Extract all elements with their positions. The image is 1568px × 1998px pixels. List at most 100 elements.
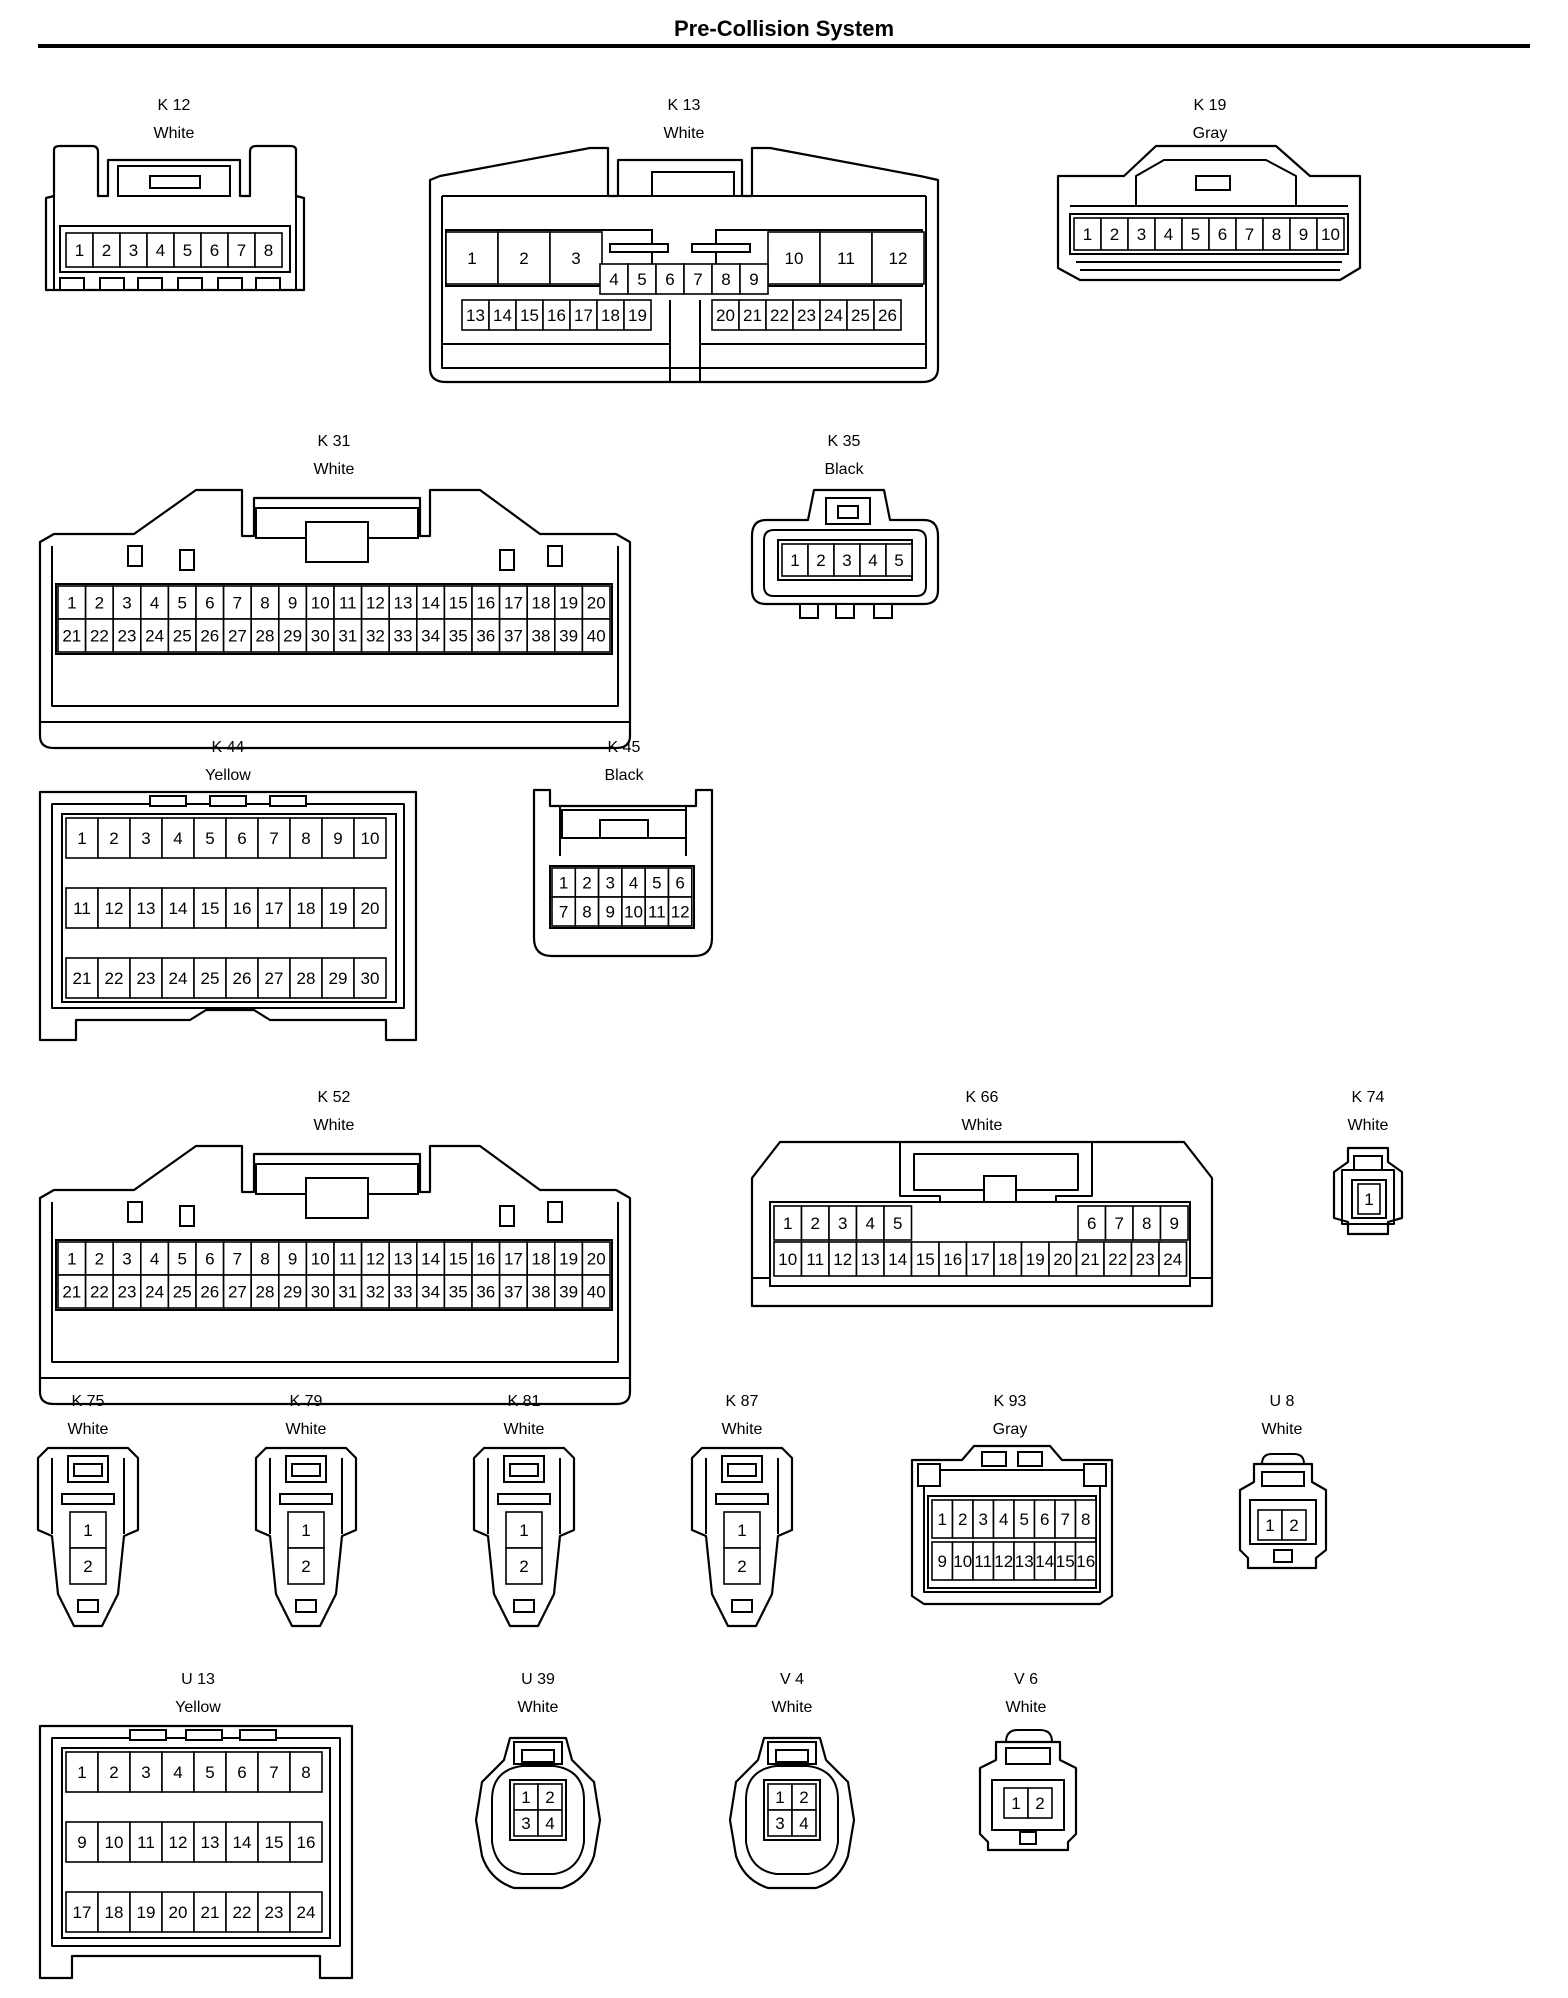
connector-color: Gray — [993, 1421, 1028, 1438]
pin-number: 1 — [83, 1521, 92, 1540]
pin-cell — [1208, 217, 1237, 251]
housing-part — [715, 1493, 769, 1505]
pin-number: 1 — [67, 1250, 76, 1269]
pin-cell — [195, 1241, 225, 1276]
housing-part — [305, 521, 369, 563]
housing-part — [981, 1451, 1007, 1467]
pin-cell — [569, 299, 598, 331]
pin-number: 3 — [122, 594, 131, 613]
housing-outline — [44, 144, 306, 292]
latch-tab — [255, 277, 281, 291]
pin-number: 4 — [173, 829, 182, 848]
pin-cell — [129, 1821, 163, 1863]
pin-number: 5 — [894, 551, 903, 570]
pin-cell — [388, 585, 418, 620]
housing-outline — [474, 1736, 602, 1890]
pin-number: 23 — [265, 1903, 284, 1922]
pin-cell — [254, 232, 283, 268]
connector-color: White — [1348, 1117, 1389, 1134]
pin-cell — [333, 618, 363, 653]
pin-number: 5 — [1020, 1510, 1029, 1529]
housing-part — [1083, 1463, 1107, 1487]
latch-tab — [835, 603, 855, 619]
pin-cell — [1357, 1183, 1381, 1215]
pin-number: 12 — [169, 1833, 188, 1852]
pin-cell — [723, 1547, 761, 1585]
connector-color: Black — [824, 461, 864, 478]
pin-number: 11 — [73, 899, 91, 918]
pin-cell — [1132, 1205, 1162, 1241]
pin-number: 4 — [156, 241, 165, 260]
pin-number: 11 — [137, 1833, 155, 1852]
pin-number: 1 — [790, 551, 799, 570]
pin-cell — [627, 263, 657, 295]
pin-number: 34 — [421, 1283, 440, 1302]
housing-part — [1353, 1155, 1383, 1171]
housing-outline — [923, 1469, 1101, 1593]
housing-outline — [1056, 144, 1362, 282]
pin-number: 22 — [90, 627, 109, 646]
pin-number: 7 — [237, 241, 246, 260]
latch-tab — [179, 549, 195, 571]
pin-number: 14 — [888, 1250, 907, 1269]
pin-number: 1 — [737, 1521, 746, 1540]
pin-cell — [739, 263, 769, 295]
pin-cell — [161, 1751, 195, 1793]
pin-number: 4 — [868, 551, 877, 570]
pin-cell — [305, 1241, 335, 1276]
housing-outline — [254, 1446, 358, 1628]
pin-cell — [57, 1241, 87, 1276]
pin-number: 16 — [233, 899, 252, 918]
pin-number: 9 — [288, 1250, 297, 1269]
housing-outline — [36, 1446, 140, 1628]
latch-tab — [137, 277, 163, 291]
pin-number: 12 — [833, 1250, 852, 1269]
pin-number: 4 — [173, 1763, 182, 1782]
pin-number: 32 — [366, 627, 385, 646]
pin-cell — [65, 817, 99, 859]
pin-cell — [193, 1751, 227, 1793]
connector-id: V 6 — [1014, 1671, 1038, 1688]
pin-number: 20 — [716, 306, 735, 325]
pin-number: 3 — [129, 241, 138, 260]
connector-color: Gray — [1193, 125, 1228, 142]
pin-number: 36 — [476, 1283, 495, 1302]
pin-number: 23 — [137, 969, 156, 988]
pin-number: 1 — [521, 1788, 530, 1807]
pin-cell — [257, 1891, 291, 1933]
pin-cell — [800, 1241, 830, 1277]
pin-number: 5 — [637, 270, 646, 289]
pin-number: 2 — [545, 1788, 554, 1807]
pin-number: 1 — [775, 1788, 784, 1807]
housing-outline — [1332, 1146, 1404, 1236]
pin-number: 10 — [311, 1250, 330, 1269]
housing-part — [149, 175, 201, 189]
pin-number: 19 — [559, 594, 578, 613]
housing-outline — [750, 488, 940, 606]
pin-number: 12 — [366, 1250, 385, 1269]
housing-outline — [1238, 1462, 1328, 1570]
pin-number: 16 — [1076, 1552, 1095, 1571]
pin-number: 12 — [366, 594, 385, 613]
pin-cell — [1257, 1509, 1283, 1541]
pin-cell — [1077, 1205, 1107, 1241]
pin-cell — [515, 299, 544, 331]
pin-cell — [65, 232, 94, 268]
connector-color: White — [314, 461, 355, 478]
pin-number: 23 — [118, 627, 137, 646]
housing-outline — [51, 1202, 619, 1363]
pin-number: 24 — [297, 1903, 316, 1922]
pin-cell — [112, 1241, 142, 1276]
key-slot — [609, 243, 669, 253]
pin-number: 11 — [806, 1250, 824, 1269]
pin-number: 26 — [233, 969, 252, 988]
pin-cell — [581, 585, 611, 620]
pin-number: 2 — [958, 1510, 967, 1529]
pin-number: 1 — [467, 249, 476, 268]
